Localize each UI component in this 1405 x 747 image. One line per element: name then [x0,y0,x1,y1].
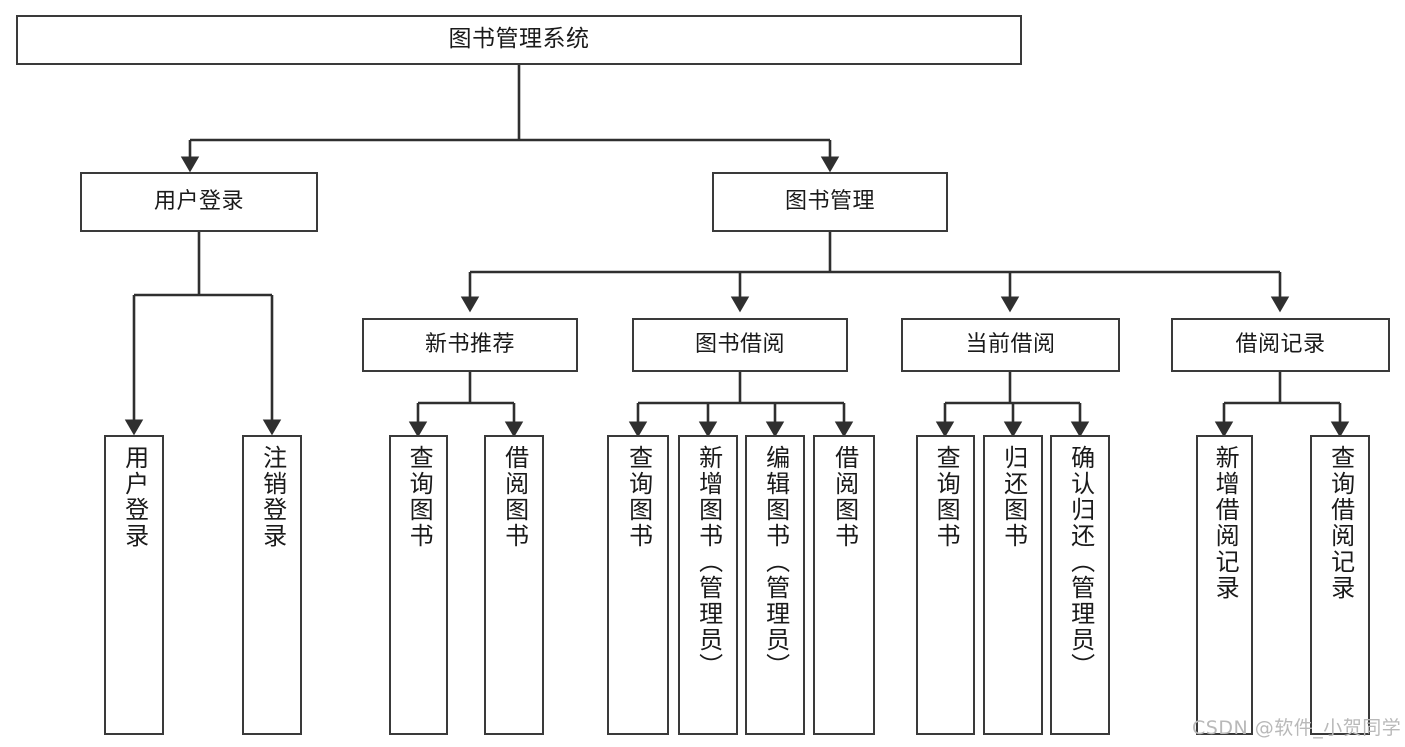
leaf-add-record[interactable]: 新增借阅记录 [1196,435,1253,735]
node-label: 确认归还（管理员） [1066,445,1095,679]
node-new-book-recommend[interactable]: 新书推荐 [362,318,578,372]
csdn-watermark: CSDN @软件_小贺同学 [1192,717,1402,739]
leaf-confirm-return[interactable]: 确认归还（管理员） [1050,435,1110,735]
node-label: 借阅图书 [500,445,529,549]
node-borrow-record[interactable]: 借阅记录 [1171,318,1390,372]
leaf-query-book-1[interactable]: 查询图书 [389,435,448,735]
node-label: 编辑图书（管理员） [761,445,790,679]
node-label: 图书管理系统 [448,26,590,53]
node-label: 查询借阅记录 [1326,445,1355,601]
node-label: 图书管理 [784,189,875,215]
leaf-return-book[interactable]: 归还图书 [983,435,1043,735]
leaf-borrow-book-1[interactable]: 借阅图书 [484,435,544,735]
leaf-query-book-2[interactable]: 查询图书 [607,435,669,735]
node-root-system[interactable]: 图书管理系统 [16,15,1022,65]
node-label: 新增借阅记录 [1211,445,1240,601]
node-label: 新书推荐 [424,332,515,358]
node-current-borrow[interactable]: 当前借阅 [901,318,1120,372]
leaf-edit-book[interactable]: 编辑图书（管理员） [745,435,805,735]
node-book-manage[interactable]: 图书管理 [712,172,948,232]
leaf-user-login[interactable]: 用户登录 [104,435,164,735]
node-label: 图书借阅 [694,332,785,358]
node-label: 查询图书 [624,445,653,549]
node-label: 归还图书 [999,445,1028,549]
node-label: 当前借阅 [965,332,1056,358]
leaf-borrow-book-2[interactable]: 借阅图书 [813,435,875,735]
leaf-add-book[interactable]: 新增图书（管理员） [678,435,738,735]
node-label: 查询图书 [405,445,434,549]
leaf-user-logout[interactable]: 注销登录 [242,435,302,735]
node-label: 用户登录 [120,445,149,549]
node-label: 用户登录 [153,189,244,215]
node-user-login[interactable]: 用户登录 [80,172,318,232]
node-label: 注销登录 [258,445,287,549]
node-book-borrow[interactable]: 图书借阅 [632,318,848,372]
node-label: 新增图书（管理员） [694,445,723,679]
leaf-query-record[interactable]: 查询借阅记录 [1310,435,1370,735]
node-label: 查询图书 [932,445,961,549]
leaf-query-book-3[interactable]: 查询图书 [916,435,975,735]
node-label: 借阅记录 [1235,332,1326,358]
node-label: 借阅图书 [830,445,859,549]
